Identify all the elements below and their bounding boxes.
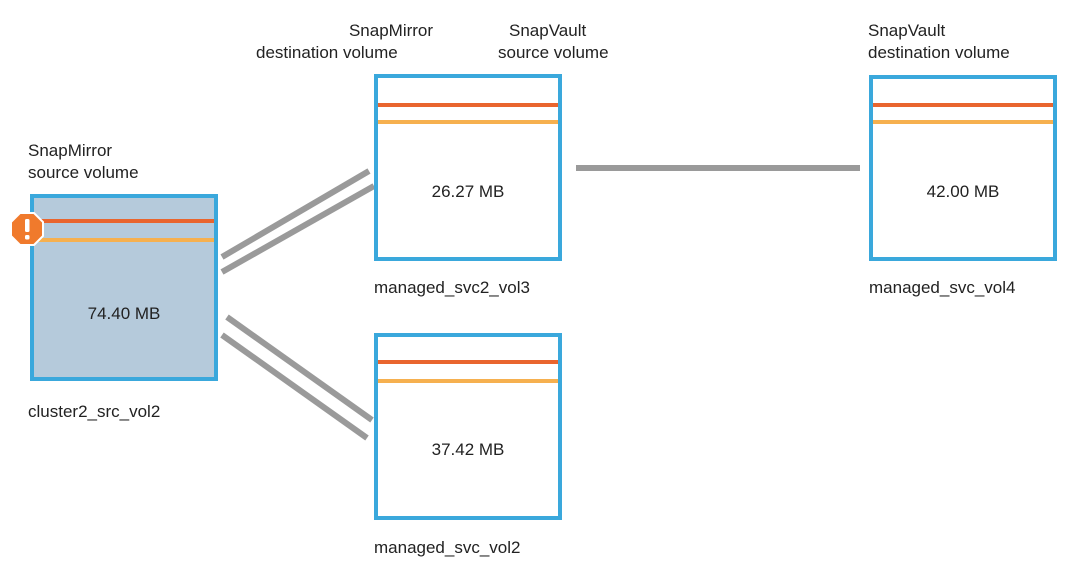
vol4-role-label: SnapVault destination volume: [868, 20, 1010, 64]
warning-icon[interactable]: [9, 211, 45, 247]
snapmirror-relationship-src-to-vol2[interactable]: [220, 314, 374, 441]
snapmirror-relationship-src-to-vol3[interactable]: [220, 168, 376, 275]
critical-threshold-line: [873, 103, 1053, 107]
vol3-snapmirror-role-label: SnapMirror: [336, 20, 446, 42]
relationship-line: [220, 183, 376, 275]
volume-size: 26.27 MB: [431, 182, 505, 201]
volume-size: 74.40 MB: [87, 304, 161, 323]
vol3-snapvault-role-line1: SnapVault: [509, 21, 587, 40]
vol3-snapmirror-role-line2: destination volume: [256, 43, 398, 62]
nearly-full-threshold-line: [378, 120, 558, 124]
relationship-line: [220, 332, 369, 441]
src-role-label: SnapMirror source volume: [28, 140, 139, 184]
volume-name-managed-svc-vol2[interactable]: managed_svc_vol2: [374, 538, 521, 557]
vol4-role-line1: SnapVault: [868, 21, 946, 40]
volume-box-cluster2-src-vol2[interactable]: 74.40 MB: [30, 194, 218, 381]
vol3-snapvault-role-line2: source volume: [498, 43, 609, 62]
critical-threshold-line: [34, 219, 214, 223]
volume-name-managed-svc2-vol3[interactable]: managed_svc2_vol3: [374, 278, 530, 297]
vol3-snapmirror-role-line1: SnapMirror: [348, 21, 434, 40]
vol3-snapmirror-role-label-line2: destination volume: [256, 42, 398, 64]
critical-threshold-line: [378, 360, 558, 364]
volume-name-managed-svc-vol4[interactable]: managed_svc_vol4: [869, 278, 1016, 297]
relationship-line: [220, 168, 371, 260]
volume-box-managed-svc-vol4[interactable]: 42.00 MB: [869, 75, 1057, 261]
vol4-role-line2: destination volume: [868, 43, 1010, 62]
critical-threshold-line: [378, 103, 558, 107]
volume-box-managed-svc2-vol3[interactable]: 26.27 MB: [374, 74, 562, 261]
volume-size: 42.00 MB: [926, 182, 1000, 201]
nearly-full-threshold-line: [378, 379, 558, 383]
volume-box-managed-svc-vol2[interactable]: 37.42 MB: [374, 333, 562, 520]
nearly-full-threshold-line: [34, 238, 214, 242]
nearly-full-threshold-line: [873, 120, 1053, 124]
volume-size: 37.42 MB: [431, 440, 505, 459]
src-role-line1: SnapMirror: [28, 141, 113, 160]
src-role-line2: source volume: [28, 163, 139, 182]
relationship-line: [225, 314, 374, 423]
vol3-snapvault-role-label: SnapVault source volume: [498, 20, 609, 64]
volume-name-cluster2-src-vol2[interactable]: cluster2_src_vol2: [28, 402, 161, 421]
